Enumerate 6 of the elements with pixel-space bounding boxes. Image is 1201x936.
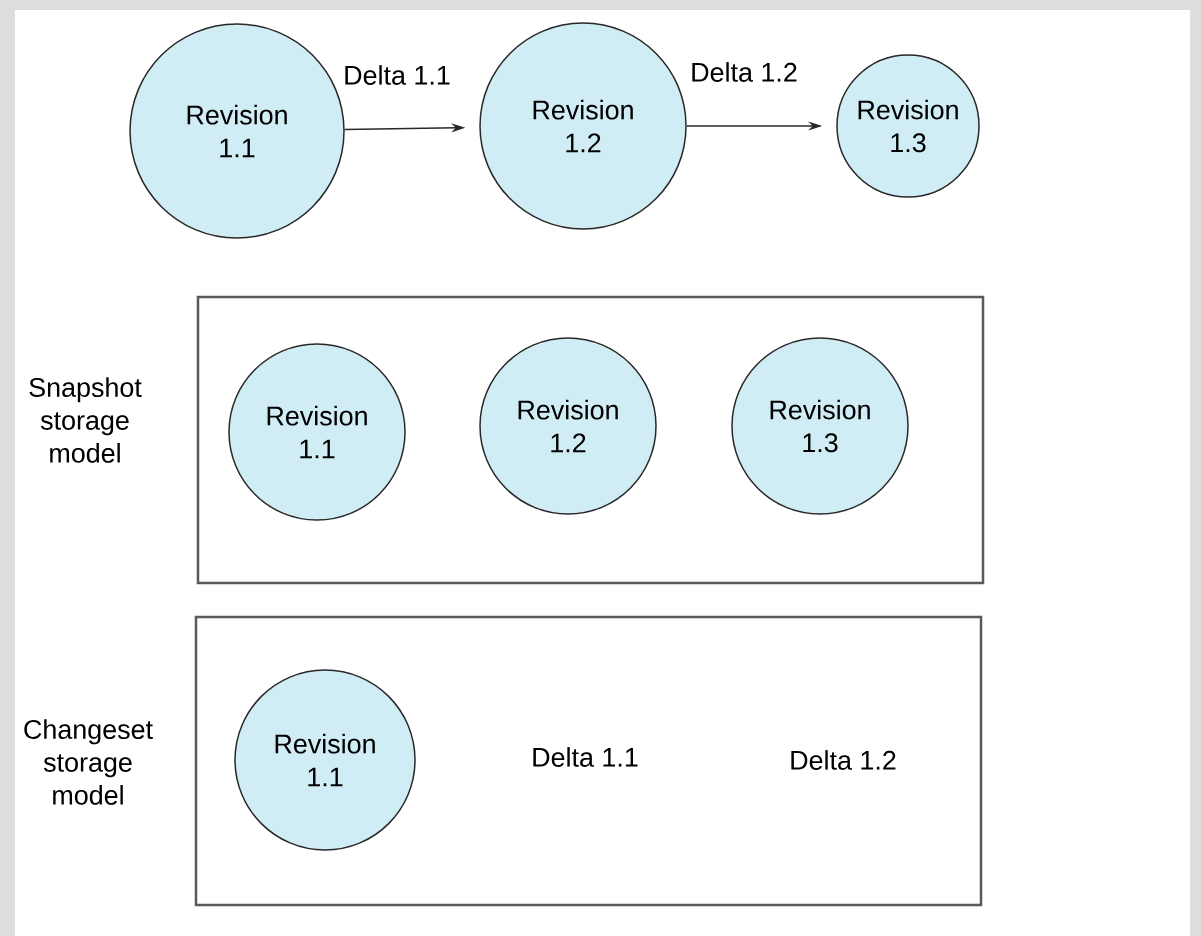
side-label: Changeset storage model [24, 719, 153, 805]
edge-label: Delta 1.1 [342, 64, 452, 86]
delta-label: Delta 1.1 [533, 747, 638, 767]
side-label: Snapshot storage model [29, 377, 142, 463]
delta-label: Delta 1.2 [791, 750, 896, 770]
edge-label: Delta 1.2 [689, 61, 799, 83]
